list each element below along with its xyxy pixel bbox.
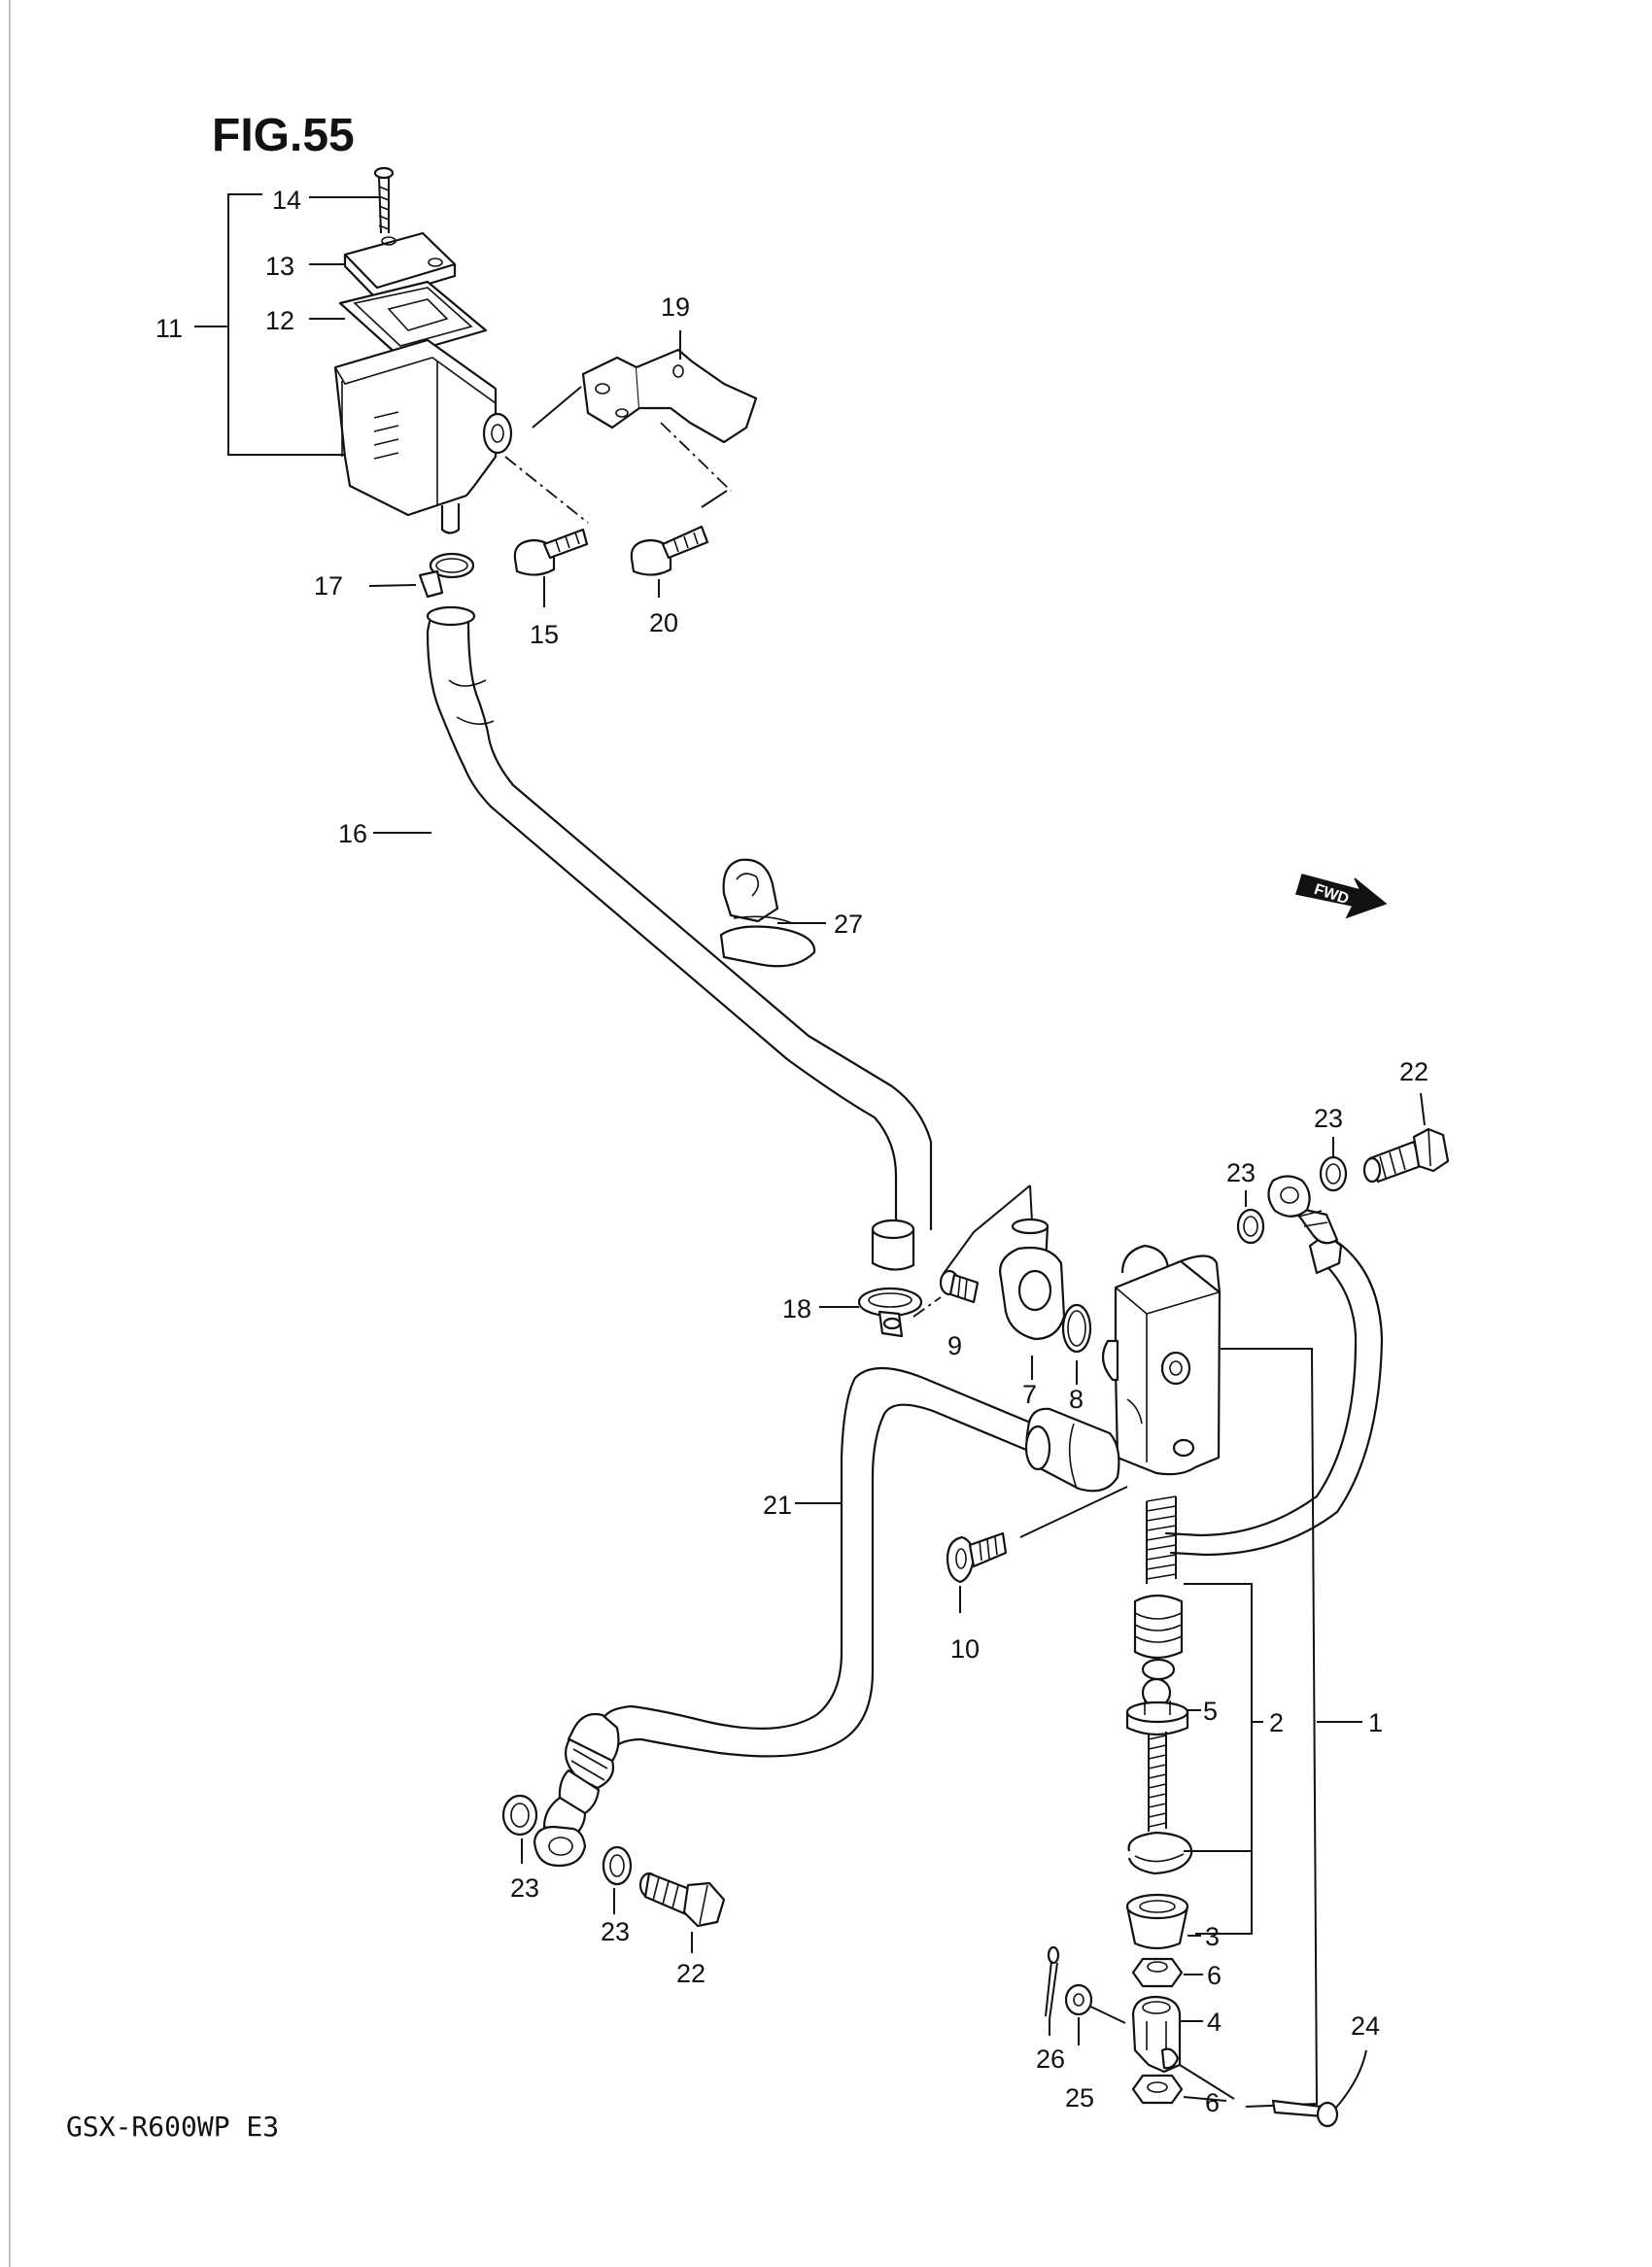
svg-text:FWD: FWD — [1312, 881, 1351, 908]
callout-12: 12 — [265, 306, 294, 335]
callout-24: 24 — [1351, 2011, 1380, 2041]
callout-23-lower-left: 23 — [510, 1873, 539, 1903]
alignment-line-20 — [660, 422, 732, 492]
banjo-bolt-22-top-part — [1362, 1092, 1450, 1184]
callout-8: 8 — [1069, 1385, 1084, 1414]
callout-23-top-right: 23 — [1314, 1104, 1343, 1133]
bracket-19-part — [581, 330, 758, 444]
screw-10-part — [946, 1531, 1008, 1613]
callout-27: 27 — [834, 910, 863, 939]
callout-26: 26 — [1036, 2044, 1065, 2074]
callout-2: 2 — [1269, 1708, 1284, 1737]
callout-4: 4 — [1207, 2008, 1222, 2037]
callout-23-top-left: 23 — [1226, 1158, 1256, 1187]
alignment-line-7 — [942, 1185, 1031, 1276]
callout-1: 1 — [1368, 1708, 1383, 1737]
callout-21: 21 — [763, 1491, 792, 1520]
bolt-20-part — [630, 525, 709, 598]
cotter-pin-26-part — [1045, 1945, 1060, 2036]
callout-15: 15 — [530, 620, 559, 649]
washer-23-lower-left-part — [501, 1794, 538, 1864]
callout-9: 9 — [947, 1331, 962, 1360]
clamp-18-part — [857, 1287, 942, 1338]
callout-22-top: 22 — [1399, 1057, 1428, 1086]
hose-16-part — [426, 605, 933, 1271]
nut-6-lower-part — [1131, 2074, 1227, 2105]
hose-21-part — [533, 1367, 1120, 1868]
washer-23-lower-right-part — [602, 1845, 633, 1914]
callout-6-lower: 6 — [1205, 2088, 1220, 2117]
callout-11: 11 — [155, 314, 183, 343]
callout-14: 14 — [272, 186, 301, 215]
callout-17: 17 — [314, 571, 343, 601]
nut-6-upper-part — [1131, 1957, 1203, 1988]
upper-brake-hose-part — [1164, 1175, 1384, 1557]
callout-13: 13 — [265, 252, 294, 281]
clevis-4-part — [1080, 1995, 1203, 2074]
piston-set-2-part — [1125, 1495, 1263, 1950]
callout-7: 7 — [1022, 1380, 1037, 1409]
clip-27-part — [719, 858, 816, 968]
callout-16: 16 — [338, 819, 367, 848]
screw-9-part — [939, 1269, 980, 1304]
pin-24-part — [1271, 2049, 1367, 2128]
callout-20: 20 — [649, 608, 678, 637]
hose-joint-7-part — [999, 1218, 1066, 1380]
oring-8-part — [1061, 1303, 1092, 1385]
diaphragm-12-part — [338, 280, 488, 358]
callout-5: 5 — [1203, 1697, 1218, 1726]
alignment-line-15 — [504, 456, 589, 524]
fwd-direction-marker: FWD — [1295, 874, 1388, 919]
washer-25-part — [1064, 1983, 1093, 2045]
washer-23-top-right-part — [1319, 1137, 1348, 1192]
figure-title: FIG.55 — [212, 110, 355, 161]
callout-3: 3 — [1205, 1922, 1220, 1951]
callout-18: 18 — [782, 1294, 811, 1323]
reservoir-tank-11-part — [333, 338, 498, 517]
washer-23-top-left-part — [1236, 1190, 1265, 1245]
callout-25: 25 — [1065, 2083, 1094, 2112]
callout-6-upper: 6 — [1207, 1961, 1222, 1990]
alignment-line-19 — [532, 386, 582, 429]
model-code: GSX-R600WP E3 — [66, 2111, 279, 2143]
callout-19: 19 — [661, 292, 690, 322]
callout-22-lower: 22 — [676, 1959, 706, 1988]
reservoir-assembly — [194, 166, 513, 534]
screw-14-part — [373, 166, 395, 234]
clamp-17-part — [368, 552, 475, 599]
banjo-bolt-22-lower-part — [638, 1872, 726, 1953]
bolt-15-part — [513, 528, 589, 607]
callout-10: 10 — [950, 1634, 980, 1664]
callout-23-lower-right: 23 — [601, 1917, 630, 1946]
